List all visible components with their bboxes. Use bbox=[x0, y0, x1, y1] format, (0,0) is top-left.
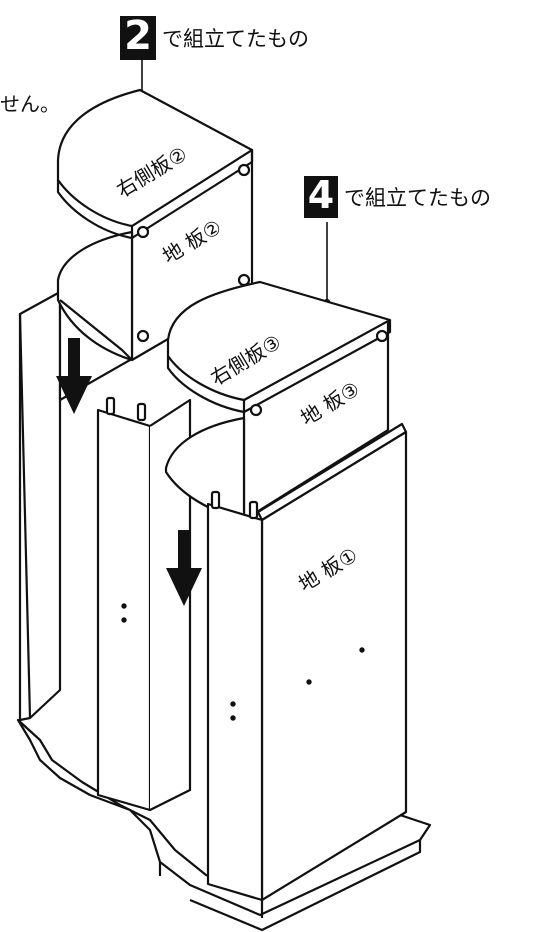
right-side-board-3-top bbox=[166, 280, 392, 402]
top-note-text: せん。 bbox=[0, 92, 60, 116]
lower-unit-shelf bbox=[164, 416, 246, 522]
step-2-caption-text: で組立てたもの bbox=[162, 27, 309, 51]
screw-hole bbox=[237, 273, 251, 287]
left-side-panel-face bbox=[149, 398, 192, 811]
down-arrow-icon bbox=[166, 530, 202, 606]
step-4-caption-text: で組立てたもの bbox=[344, 186, 491, 210]
base-board-1-edge bbox=[206, 502, 264, 902]
top-note: せん。 bbox=[0, 88, 60, 117]
right-side-board-2-top bbox=[56, 88, 254, 228]
dowel bbox=[105, 396, 116, 416]
step-4-caption: 4 で組立てたもの bbox=[304, 176, 491, 218]
step-2-number: 2 bbox=[120, 16, 156, 60]
dowel bbox=[136, 402, 147, 422]
left-side-panel bbox=[96, 408, 152, 812]
screw-hole-small bbox=[121, 603, 127, 609]
step-4-number: 4 bbox=[304, 176, 338, 218]
right-side-board-2-thickness bbox=[56, 150, 254, 240]
dowel bbox=[210, 490, 221, 510]
screw-hole bbox=[136, 329, 150, 343]
upper-unit-shelf-edge bbox=[59, 299, 133, 361]
screw-hole bbox=[136, 225, 150, 239]
screw-hole-small bbox=[359, 647, 365, 653]
down-arrow-icon bbox=[56, 338, 92, 414]
screw-hole bbox=[237, 163, 251, 177]
screw-hole-small bbox=[121, 617, 127, 623]
dowel bbox=[248, 500, 259, 520]
screw-hole-small bbox=[306, 679, 312, 685]
left-back-panel-edge bbox=[18, 314, 31, 722]
screw-hole bbox=[375, 329, 389, 343]
left-back-panel bbox=[18, 290, 62, 720]
screw-hole-small bbox=[230, 715, 236, 721]
step-2-caption: 2 で組立てたもの bbox=[120, 16, 309, 60]
screw-hole-small bbox=[230, 701, 236, 707]
base-board-floor-lip bbox=[158, 840, 422, 932]
right-side-board-3-thickness bbox=[166, 320, 392, 414]
screw-hole bbox=[249, 403, 263, 417]
